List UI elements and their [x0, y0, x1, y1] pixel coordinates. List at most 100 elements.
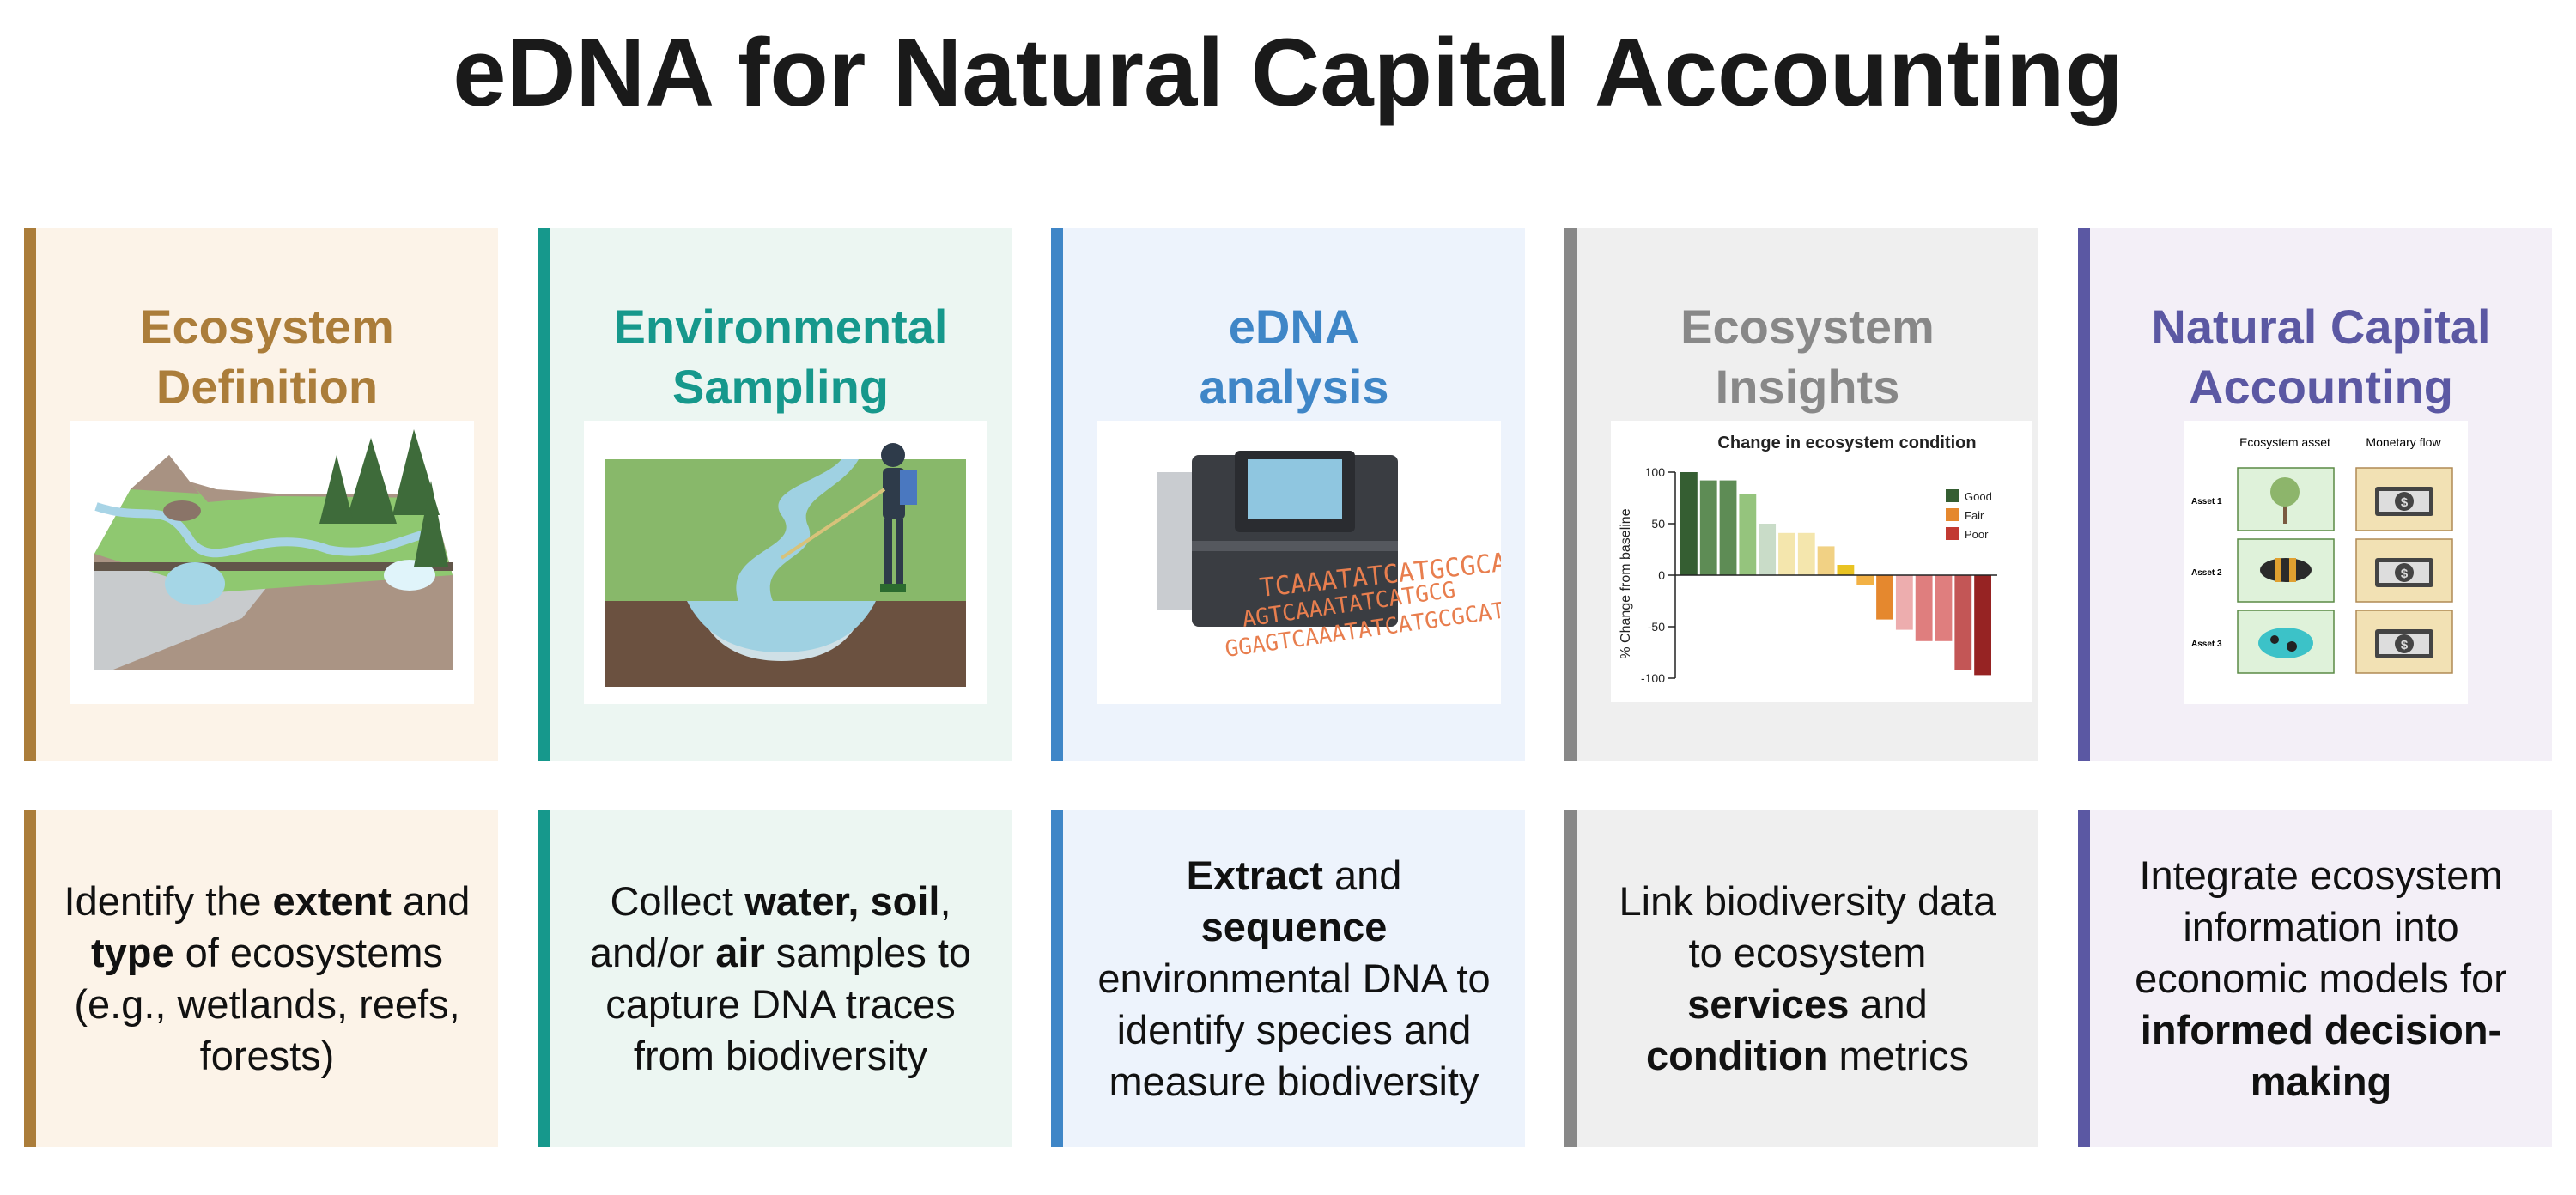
coin [2395, 563, 2414, 582]
emphasis-text: services [1687, 981, 1850, 1027]
condition-chart: Change in ecosystem condition % Change f… [1611, 421, 2032, 702]
flow-cell [2355, 610, 2453, 674]
chart-title: Change in ecosystem condition [1717, 434, 1976, 452]
chart-bar [1797, 532, 1815, 575]
heading-line: eDNA [1228, 300, 1360, 354]
page-title: eDNA for Natural Capital Accounting [453, 19, 2123, 126]
landscape-illustration [70, 421, 474, 704]
emphasis-text: extent [272, 878, 392, 924]
y-tick-label: -100 [1641, 671, 1665, 685]
legend-swatch [1946, 527, 1959, 540]
accounting-table: Ecosystem asset Monetary flow Asset 1 $ As… [2184, 421, 2468, 704]
bee-stripe [2275, 558, 2281, 582]
text-run: and [391, 878, 471, 924]
row-label: Asset 1 [2191, 497, 2222, 507]
emphasis-text: Extract [1186, 852, 1323, 898]
emphasis-text: air [715, 930, 765, 975]
frog-icon [2258, 628, 2313, 658]
text-run: and [1849, 981, 1928, 1027]
tree-trunk [2283, 498, 2287, 524]
heading-line: Sampling [671, 360, 890, 414]
chart-bar [1699, 480, 1717, 575]
text-run: and [1322, 852, 1402, 898]
chart-bar [1856, 575, 1874, 585]
chart-bar [1915, 575, 1933, 641]
legend-swatch [1946, 489, 1959, 502]
text-run: metrics [1827, 1033, 1969, 1078]
emphasis-text: condition [1646, 1033, 1828, 1078]
heading-line: Ecosystem [140, 300, 394, 354]
text-run: Identify the [64, 878, 273, 924]
y-axis-label: % Change from baseline [1619, 508, 1633, 658]
description: Identify the extent and type of ecosyste… [62, 876, 472, 1082]
emphasis-text: water, soil [744, 878, 940, 924]
panel-edna-analysis: eDNA analysis AGTCAAATATCATGCG GGAGTCAAAT… [1051, 228, 1525, 761]
bee-stripe [2289, 558, 2296, 582]
chart-bar [1954, 575, 1972, 670]
frog-spot [2287, 641, 2297, 652]
heading-line: Insights [1715, 360, 1900, 414]
dollar-sign-icon: $ [2401, 495, 2409, 510]
heading-line: Ecosystem [1680, 300, 1935, 354]
heading-line: Natural Capital [2151, 300, 2491, 354]
sequencer-illustration: AGTCAAATATCATGCG GGAGTCAAATATCATGCGCAT T… [1097, 421, 1523, 704]
description: Integrate ecosystem information into eco… [2116, 850, 2526, 1107]
heading-line: analysis [1199, 360, 1389, 414]
column-header: Monetary flow [2366, 435, 2441, 449]
chart-bar [1739, 494, 1757, 575]
chart-bar [1974, 575, 1991, 676]
dollar-sign-icon: $ [2401, 638, 2409, 652]
sampling-illustration [584, 421, 987, 704]
tree-canopy [2270, 477, 2300, 507]
chart-bar [1935, 575, 1953, 641]
description: Link biodiversity data to ecosystem serv… [1602, 876, 2013, 1082]
y-tick-label: 100 [1645, 465, 1666, 479]
legend-swatch [1946, 508, 1959, 521]
dollar-sign-icon: $ [2401, 567, 2409, 581]
text-run: environmental DNA to identify species an… [1097, 955, 1491, 1104]
text-run: , and/or [589, 878, 951, 975]
heading-line: Definition [155, 360, 379, 414]
text-run: Collect [610, 878, 745, 924]
tree-icon [2270, 477, 2300, 524]
frog-body [2258, 628, 2313, 658]
description: Extract and sequence environmental DNA t… [1089, 850, 1499, 1107]
bee-icon [2260, 558, 2312, 582]
coin [2395, 634, 2414, 653]
text-run: samples to capture DNA traces from biodi… [605, 930, 972, 1078]
chart-bar [1876, 575, 1893, 620]
emphasis-text: informed decision-making [2140, 1007, 2502, 1104]
y-tick-label: -50 [1648, 620, 1665, 634]
chart-bar [1895, 575, 1913, 630]
frog-spot [2270, 635, 2279, 644]
panel-environmental-sampling-text: Collect water, soil, and/or air samples … [538, 810, 1012, 1147]
description: Collect water, soil, and/or air samples … [575, 876, 986, 1082]
heading-line: Environmental [613, 300, 948, 354]
coin [2395, 492, 2414, 511]
text-run: of ecosystems (e.g., wetlands, reefs, fo… [74, 930, 460, 1078]
text-run: Link biodiversity data to ecosystem [1619, 878, 1996, 975]
column-header: Ecosystem asset [2239, 435, 2330, 449]
legend-label: Good [1965, 490, 1992, 503]
bee-body [2260, 558, 2312, 582]
y-tick-label: 0 [1658, 568, 1665, 582]
legend-label: Fair [1965, 509, 1984, 522]
chart-bar [1680, 472, 1698, 575]
y-tick-label: 50 [1651, 517, 1665, 531]
row-label: Asset 3 [2191, 640, 2222, 649]
chart-bar [1817, 546, 1835, 575]
panel-heading: eDNA analysis [1063, 297, 1525, 417]
panel-ecosystem-insights-text: Link biodiversity data to ecosystem serv… [1564, 810, 2038, 1147]
row-label: Asset 2 [2191, 568, 2222, 578]
heading-line: Accounting [2189, 360, 2453, 414]
chart-bar [1778, 532, 1795, 575]
panel-edna-analysis-text: Extract and sequence environmental DNA t… [1051, 810, 1525, 1147]
chart-bar [1759, 524, 1777, 575]
text-run: Integrate ecosystem information into eco… [2135, 852, 2507, 1001]
